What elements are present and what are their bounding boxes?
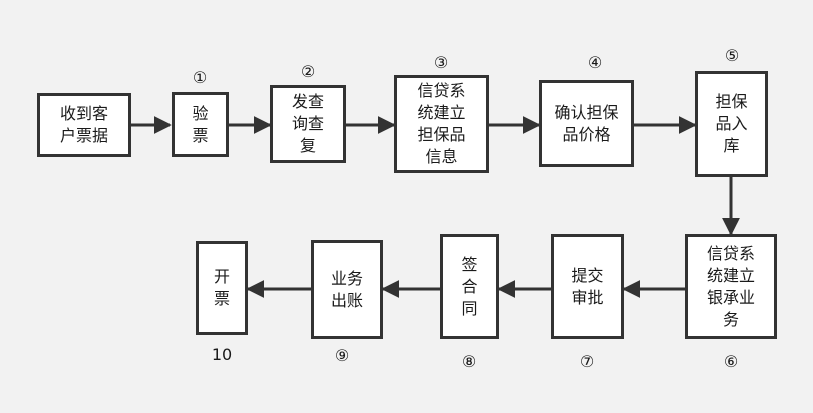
- step-sign-contract: 签 合 同: [440, 234, 499, 339]
- step-number-3: ③: [433, 53, 449, 72]
- step-number-6: ⑥: [723, 352, 739, 371]
- step-create-collateral-info: 信贷系 统建立 担保品 信息: [394, 75, 489, 173]
- step-number-4: ④: [587, 53, 603, 72]
- step-number-5: ⑤: [724, 46, 740, 65]
- step-submit-approval: 提交 审批: [551, 234, 624, 339]
- step-number-8: ⑧: [461, 352, 477, 371]
- step-number-1: ①: [192, 68, 208, 87]
- step-number-7: ⑦: [579, 352, 595, 371]
- step-confirm-collateral-price: 确认担保 品价格: [539, 80, 634, 167]
- step-send-inquiry: 发查 询查 复: [270, 85, 346, 163]
- step-receive-bill: 收到客 户票据: [37, 93, 131, 157]
- step-number-10: 10: [211, 345, 233, 364]
- step-verify-bill: 验 票: [172, 92, 229, 157]
- step-collateral-storage: 担保 品入 库: [695, 71, 768, 177]
- step-create-acceptance-business: 信贷系 统建立 银承业 务: [685, 234, 777, 339]
- step-business-disbursement: 业务 出账: [311, 240, 383, 339]
- step-number-2: ②: [300, 62, 316, 81]
- step-issue-bill: 开 票: [196, 241, 248, 335]
- step-number-9: ⑨: [334, 346, 350, 365]
